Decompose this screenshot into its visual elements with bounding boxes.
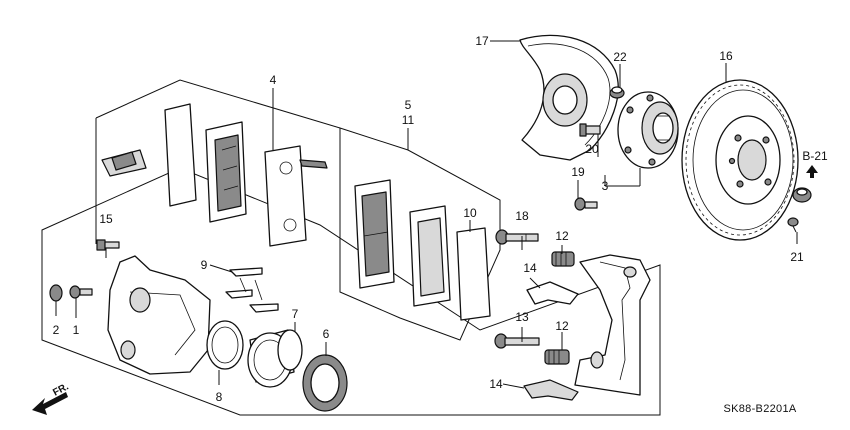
callout-3: 3 xyxy=(602,179,609,193)
callout-8: 8 xyxy=(216,390,223,404)
front-arrow-icon xyxy=(32,392,68,415)
callout-15: 15 xyxy=(99,212,113,226)
callout-10: 10 xyxy=(463,206,477,220)
pin-boot-lower xyxy=(544,349,570,365)
pad-shim-a xyxy=(164,103,197,207)
reference-arrow-icon xyxy=(806,165,818,178)
guide-pin-13 xyxy=(494,333,540,349)
bleeder-cap xyxy=(49,284,63,302)
callout-21: 21 xyxy=(790,250,804,264)
pad-retainer-lower xyxy=(523,379,579,401)
splash-guard xyxy=(519,34,619,161)
brake-pad-inner xyxy=(409,205,451,307)
piston-seal xyxy=(206,320,244,370)
reference-label: B-21 xyxy=(802,149,828,163)
caliper-body xyxy=(107,255,211,375)
callout-16: 16 xyxy=(719,49,733,63)
pin-boot-upper xyxy=(551,251,575,267)
piston-boot xyxy=(302,354,348,412)
pad-kit-frame xyxy=(95,79,341,244)
callout-12-upper: 12 xyxy=(555,229,569,243)
guide-pin-18 xyxy=(495,229,539,245)
leader-lines xyxy=(55,40,798,389)
callout-19: 19 xyxy=(571,165,585,179)
callout-5: 5 xyxy=(405,98,412,112)
callout-14-lower: 14 xyxy=(489,377,503,391)
pad-spring xyxy=(225,267,279,313)
brake-pad-outer xyxy=(354,179,395,289)
pad-shim-c xyxy=(264,145,328,247)
pad-shim-10 xyxy=(456,227,491,321)
front-direction-label: FR. xyxy=(51,381,71,398)
callout-20: 20 xyxy=(585,142,599,156)
pad-shim-b xyxy=(205,121,247,223)
diagram-code: SK88-B2201A xyxy=(723,403,796,415)
callout-12-lower: 12 xyxy=(555,319,569,333)
callout-6: 6 xyxy=(323,327,330,341)
caliper-bolt-15 xyxy=(96,239,120,251)
callout-7: 7 xyxy=(292,307,299,321)
callout-13: 13 xyxy=(515,310,529,324)
pad-retainer-upper xyxy=(526,281,579,305)
bleeder-screw xyxy=(69,285,93,299)
caliper-bracket xyxy=(574,254,651,396)
hub xyxy=(617,91,679,169)
bracket-bolt xyxy=(574,197,598,211)
callout-9: 9 xyxy=(201,258,208,272)
callout-22: 22 xyxy=(613,50,627,64)
hub-bolt xyxy=(579,123,601,137)
callout-18: 18 xyxy=(515,209,529,223)
piston xyxy=(247,329,303,388)
callout-1: 1 xyxy=(73,323,80,337)
callout-11: 11 xyxy=(402,113,415,127)
shim-kit xyxy=(101,149,147,177)
callout-14-upper: 14 xyxy=(523,261,537,275)
callout-17: 17 xyxy=(475,34,489,48)
brake-disc xyxy=(681,79,799,241)
callout-4: 4 xyxy=(270,73,277,87)
disc-screw xyxy=(787,187,812,233)
hub-nut xyxy=(609,86,625,99)
callout-2: 2 xyxy=(53,323,60,337)
